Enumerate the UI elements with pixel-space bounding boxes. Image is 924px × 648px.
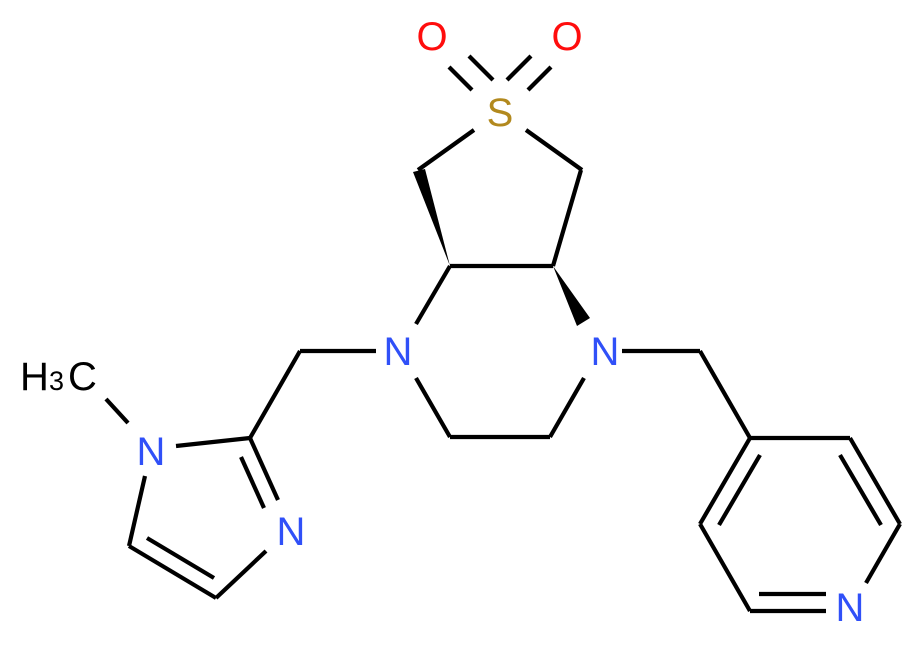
n-methyl-bond — [104, 397, 130, 425]
methyl-group-label: H 3 C — [20, 355, 97, 399]
thiolane-ring-bonds — [416, 128, 584, 269]
oxygen-atom-label-2: O — [551, 15, 582, 59]
oxygen-atom-label-1: O — [416, 15, 447, 59]
sulfur-atom-label: S — [487, 91, 514, 135]
nitrogen-atom-label-piperazine-right: N — [591, 330, 620, 374]
nitrogen-atom-label-imidazole-3: N — [277, 510, 306, 554]
stereo-wedge-right — [553, 266, 590, 326]
methyl-subscript: 3 — [49, 366, 64, 396]
methyl-h: H — [20, 355, 49, 399]
stereo-wedge-left — [413, 169, 450, 266]
imidazolylmethyl-linker — [248, 348, 376, 440]
nitrogen-atom-label-pyridine: N — [836, 586, 865, 630]
methyl-c: C — [68, 355, 97, 399]
pyridylmethyl-linker — [622, 348, 752, 440]
imidazole-ring-bonds — [126, 435, 280, 600]
pyridine-ring-bonds — [698, 435, 902, 614]
sulfone-double-bonds — [447, 54, 553, 92]
piperazine-ring-bonds — [414, 264, 586, 440]
nitrogen-atom-label-imidazole-1: N — [137, 430, 166, 474]
nitrogen-atom-label-piperazine-left: N — [384, 330, 413, 374]
